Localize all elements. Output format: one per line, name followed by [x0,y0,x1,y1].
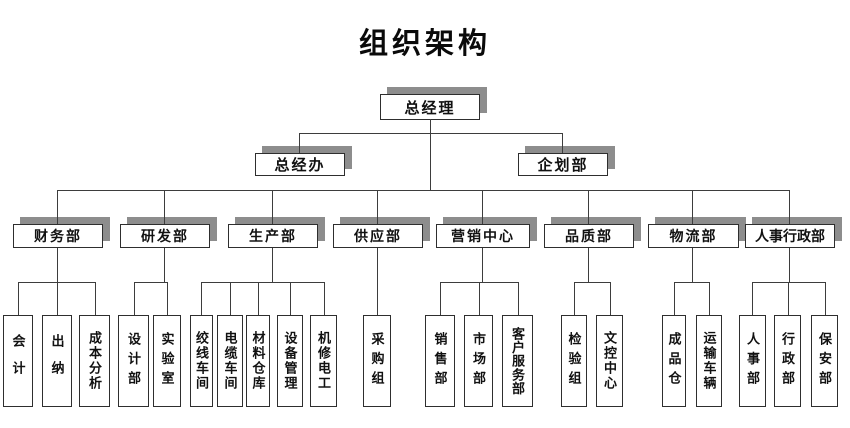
connector-line [299,133,563,134]
connector-line [201,282,202,315]
connector-line [258,282,259,315]
sub-box-customer-service: 客户服务部 [502,315,533,407]
connector-line [164,190,165,224]
chart-title: 组织架构 [358,28,491,60]
sub-box-market: 市场部 [464,315,493,407]
connector-line [57,282,58,315]
connector-line [674,282,675,315]
sub-box-label: 市场部 [471,331,486,391]
connector-line [164,248,165,282]
sub-box-label: 行政部 [780,331,795,391]
connector-line [674,282,709,283]
sub-box-security: 保安部 [811,315,838,407]
sub-box-label: 采购组 [369,331,385,391]
connector-line [57,190,58,224]
sub-box-label: 检验组 [566,331,582,391]
connector-line [57,248,58,282]
connector-line [789,190,790,224]
sub-box-stranding-workshop: 绞线车间 [190,315,213,407]
connector-line [324,282,325,315]
connector-line [610,282,611,315]
connector-line [377,248,378,315]
connector-line [18,282,19,315]
connector-line [752,282,753,315]
sub-box-label: 人事部 [745,331,760,391]
connector-line [825,282,826,315]
sub-box-cashier: 出纳 [42,315,72,407]
connector-line [788,282,789,315]
connector-line [272,248,273,282]
sub-box-label: 电缆车间 [222,331,238,391]
sub-box-label: 会计 [10,333,26,389]
connector-line [709,282,710,315]
sub-box-machine-repair-electrician: 机修电工 [310,315,337,407]
sub-box-label: 材料仓库 [250,331,266,391]
sub-box-label: 设备管理 [282,331,298,391]
dept-box-logistics: 物流部 [648,224,739,248]
connector-line [692,190,693,224]
sub-box-purchasing-group: 采购组 [363,315,391,407]
connector-line [134,282,167,283]
connector-line [574,282,575,315]
sub-box-cable-workshop: 电缆车间 [217,315,243,407]
connector-line [789,248,790,282]
dept-box-supply: 供应部 [333,224,423,248]
sub-box-label: 设计部 [126,331,141,391]
sub-box-sales: 销售部 [425,315,455,407]
connector-line [518,282,519,315]
sub-box-finished-goods-warehouse: 成品仓 [662,315,686,407]
connector-line [440,282,441,315]
sub-box-label: 保安部 [817,331,832,391]
dept-box-quality: 品质部 [544,224,634,248]
sub-box-transport-vehicles: 运输车辆 [696,315,722,407]
connector-line [588,190,589,224]
sub-box-label: 成品仓 [666,331,682,391]
sub-box-label: 实验室 [159,331,175,391]
connector-line [482,248,483,282]
connector-line [574,282,610,283]
sub-box-accounting: 会计 [3,315,33,407]
dept-box-hr-admin: 人事行政部 [745,224,835,248]
connector-line [95,282,96,315]
connector-line [377,190,378,224]
connector-line [692,248,693,282]
sub-box-label: 销售部 [432,331,448,391]
sub-box-label: 客户服务部 [510,326,525,396]
connector-line [562,133,563,153]
dept-box-production: 生产部 [228,224,318,248]
sub-box-laboratory: 实验室 [153,315,181,407]
sub-box-hr: 人事部 [739,315,766,407]
connector-line [479,282,480,315]
connector-line [482,190,483,224]
sub-box-inspection-group: 检验组 [561,315,587,407]
connector-line [167,282,168,315]
dept-box-finance: 财务部 [13,224,103,248]
connector-line [290,282,291,315]
dept-box-rnd: 研发部 [120,224,210,248]
sub-box-label: 运输车辆 [701,331,717,391]
sub-box-design: 设计部 [118,315,149,407]
sub-box-administration: 行政部 [774,315,801,407]
connector-line [272,190,273,224]
sub-box-label: 机修电工 [316,331,331,391]
sub-box-cost-analysis: 成本分析 [79,315,110,407]
connector-line [588,248,589,282]
root-box-general-manager: 总经理 [380,94,480,120]
staff-box-gm-office: 总经办 [255,153,345,176]
sub-box-label: 成本分析 [87,331,102,391]
connector-line [430,119,431,190]
connector-line [201,282,324,283]
sub-box-label: 文控中心 [602,331,617,391]
sub-box-label: 绞线车间 [194,331,209,391]
connector-line [57,190,790,191]
connector-line [299,133,300,153]
sub-box-material-warehouse: 材料仓库 [246,315,270,407]
staff-box-planning: 企划部 [518,153,608,176]
sub-box-equipment-management: 设备管理 [277,315,303,407]
dept-box-marketing-center: 营销中心 [436,224,530,248]
connector-line [134,282,135,315]
sub-box-document-control-center: 文控中心 [596,315,623,407]
connector-line [230,282,231,315]
sub-box-label: 出纳 [49,333,65,389]
